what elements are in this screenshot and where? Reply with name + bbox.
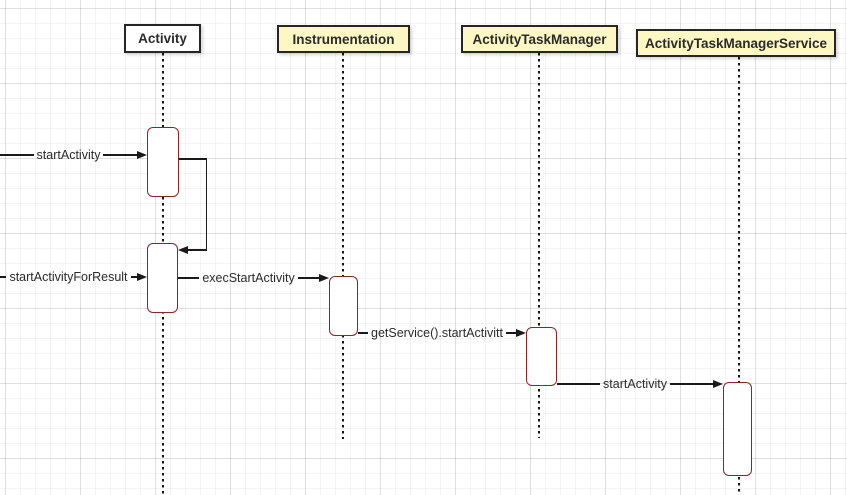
lifeline-activitytaskmanagerservice xyxy=(738,57,740,495)
message-0[interactable]: startActivity xyxy=(0,146,147,164)
arrowhead-right-icon xyxy=(137,273,147,281)
lifeline-instrumentation xyxy=(342,53,344,439)
actor-head-activitytaskmanagerservice[interactable]: ActivityTaskManagerService xyxy=(636,29,836,57)
activation-bar[interactable] xyxy=(723,382,752,476)
message-4[interactable]: startActivity xyxy=(557,375,723,393)
message-line xyxy=(669,383,713,385)
self-loop-bottom-line xyxy=(188,249,207,251)
message-1[interactable]: startActivityForResult xyxy=(0,268,147,286)
actor-head-instrumentation[interactable]: Instrumentation xyxy=(277,25,410,53)
message-label: startActivity xyxy=(603,376,667,391)
message-label: startActivityForResult xyxy=(9,269,128,284)
message-label: execStartActivity xyxy=(202,270,295,285)
message-line xyxy=(0,154,34,156)
message-2[interactable]: execStartActivity xyxy=(178,269,330,287)
arrowhead-right-icon xyxy=(516,329,527,337)
message-line xyxy=(557,383,601,385)
activation-bar[interactable] xyxy=(329,276,358,336)
activation-bar[interactable] xyxy=(526,327,557,386)
message-label: getService().startActivitt xyxy=(371,325,503,340)
message-line xyxy=(103,154,137,156)
arrowhead-right-icon xyxy=(319,274,330,282)
actor-label: ActivityTaskManager xyxy=(472,31,607,47)
arrowhead-right-icon xyxy=(137,151,147,159)
message-line xyxy=(506,332,517,334)
actor-label: Instrumentation xyxy=(292,31,395,47)
message-line xyxy=(130,276,137,278)
arrowhead-left-icon xyxy=(178,245,188,254)
self-loop-vertical-line xyxy=(205,159,207,250)
actor-label: ActivityTaskManagerService xyxy=(644,35,828,51)
message-label: startActivity xyxy=(36,147,101,162)
self-loop-top-line xyxy=(179,158,207,160)
arrowhead-right-icon xyxy=(713,380,723,388)
actor-head-activity[interactable]: Activity xyxy=(124,24,201,53)
message-3[interactable]: getService().startActivitt xyxy=(358,324,527,342)
actor-label: Activity xyxy=(138,31,187,46)
activation-bar[interactable] xyxy=(147,243,178,313)
actor-head-activitytaskmanager[interactable]: ActivityTaskManager xyxy=(461,25,618,53)
message-line xyxy=(297,277,320,279)
message-line xyxy=(358,332,369,334)
message-line xyxy=(178,277,200,279)
activation-bar[interactable] xyxy=(147,127,179,197)
message-line xyxy=(0,276,7,278)
lifeline-activitytaskmanager xyxy=(538,53,540,438)
